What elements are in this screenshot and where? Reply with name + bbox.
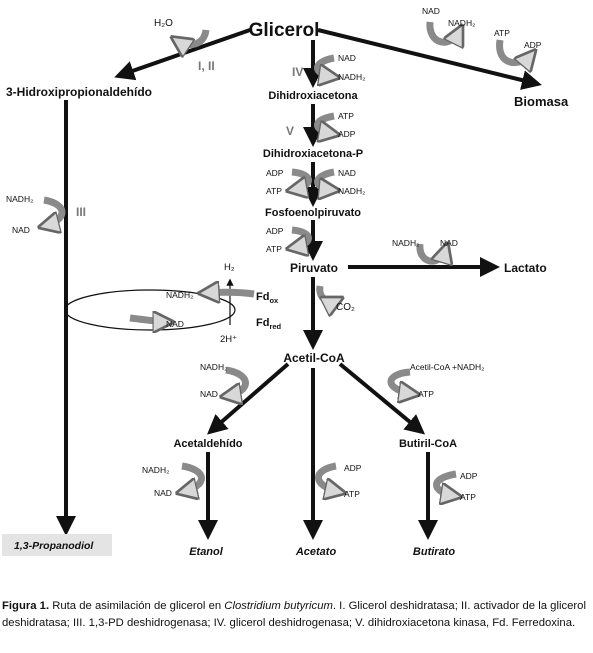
cofactor-biomasa-adp: ADP	[524, 40, 542, 50]
figure-caption: Figura 1. Ruta de asimilación de glicero…	[2, 598, 590, 632]
arrow-acetilcoa-to-butirilcoa	[338, 362, 426, 435]
node-biomasa: Biomasa	[514, 94, 569, 109]
cofactor-biomasa-nadh2: NADH₂	[448, 18, 475, 28]
propanodiol-box	[2, 534, 112, 556]
cofactor-loop-nad: NAD	[166, 319, 184, 329]
cofactor-biomasa-atp: ATP	[494, 28, 510, 38]
node-piruvato: Piruvato	[290, 261, 338, 275]
curved-arrow-butirilcoa	[387, 368, 414, 394]
enzyme-label-i-ii: I, II	[198, 59, 215, 73]
node-acetil-coa: Acetil-CoA	[283, 351, 345, 365]
cofactor-acetaldehido-nad: NAD	[200, 389, 218, 399]
curved-arrow-fd-nad	[129, 318, 168, 322]
arrow-acetilcoa-to-acetaldehido	[206, 362, 290, 435]
node-butiril-coa: Butiril-CoA	[399, 438, 457, 450]
node-propanodiol: 1,3-Propanodiol	[14, 540, 94, 552]
cofactor-2h: 2H⁺	[220, 334, 237, 345]
cofactor-acetato-adp: ADP	[344, 463, 362, 473]
curved-arrow-lactato	[416, 244, 446, 261]
caption-label: Figura 1.	[2, 600, 50, 612]
node-butirato: Butirato	[413, 546, 455, 558]
node-acetaldehido: Acetaldehído	[173, 438, 242, 450]
fd-ox-subscript: ox	[269, 296, 279, 305]
cofactor-pep-atp: ATP	[266, 244, 282, 254]
curved-arrow-dhap-adp	[292, 168, 312, 190]
cofactor-etanol-nad: NAD	[154, 488, 172, 498]
curved-arrow-iii	[44, 196, 66, 226]
enzyme-label-iv: IV	[292, 65, 303, 79]
curved-arrow-v	[314, 112, 335, 134]
cofactor-iii-nad: NAD	[12, 225, 30, 235]
curved-arrow-pep	[292, 226, 312, 248]
cofactor-acetato-atp: ATP	[344, 489, 360, 499]
cofactor-h2: H₂	[224, 262, 235, 273]
curved-arrow-butirato	[433, 470, 457, 496]
cofactor-dhap-adp: ADP	[266, 168, 284, 178]
cofactor-butirato-atp: ATP	[460, 492, 476, 502]
curved-arrow-etanol	[182, 462, 205, 492]
cofactor-v-adp: ADP	[338, 129, 356, 139]
cofactor-butiril-acetilcoa-nadh2: Acetil-CoA +NADH₂	[410, 362, 484, 372]
curved-arrow-h2o	[176, 29, 210, 45]
caption-text-after: . I. Glicerol deshidratasa; II. activado…	[2, 600, 586, 629]
enzyme-label-v: V	[286, 124, 294, 138]
arrow-glicerol-to-biomasa	[317, 28, 542, 90]
cofactor-dhap-atp: ATP	[266, 186, 282, 196]
cofactor-iv-nadh2: NADH₂	[338, 72, 365, 82]
glycerol-pathway-diagram: Glicerol 3-Hidroxipropionaldehído Biomas…	[2, 6, 569, 558]
node-hidroxipropionaldehido: 3-Hidroxipropionaldehído	[6, 85, 152, 99]
node-dihidroxiacetona: Dihidroxiacetona	[268, 90, 358, 102]
node-fosfoenolpiruvato: Fosfoenolpiruvato	[265, 207, 361, 219]
fd-red-subscript: red	[269, 322, 281, 331]
cofactor-lactato-nadh2: NADH₂	[392, 238, 419, 248]
nadh-regeneration-loop	[64, 289, 236, 331]
cofactor-lactato-nad: NAD	[440, 238, 458, 248]
node-glicerol: Glicerol	[249, 20, 320, 41]
cofactor-acetaldehido-nadh2: NADH₂	[200, 362, 227, 372]
cofactor-iii-nadh2: NADH₂	[6, 194, 33, 204]
cofactor-dhap-nad: NAD	[338, 168, 356, 178]
node-dihidroxiacetona-p: Dihidroxiacetona-P	[263, 148, 363, 160]
cofactor-etanol-nadh2: NADH₂	[142, 465, 169, 475]
arrow-glicerol-to-hidroxi	[114, 28, 251, 81]
cofactor-dhap-nadh2: NADH₂	[338, 186, 365, 196]
cofactor-biomasa-nad: NAD	[422, 6, 440, 16]
curved-arrow-biomasa-atp	[496, 39, 532, 63]
cofactor-co2: CO₂	[336, 302, 355, 313]
curved-arrow-fd-nadh	[204, 292, 255, 294]
node-lactato: Lactato	[504, 261, 547, 275]
cofactor-iv-nad: NAD	[338, 53, 356, 63]
curved-arrow-co2	[316, 285, 338, 301]
cofactor-pep-adp: ADP	[266, 226, 284, 236]
curved-arrow-iv	[314, 54, 335, 77]
enzyme-label-iii: III	[76, 205, 86, 219]
curved-arrow-acetato	[315, 462, 340, 492]
cofactor-butirato-adp: ADP	[460, 471, 478, 481]
cofactor-loop-nadh2: NADH₂	[166, 290, 193, 300]
cofactor-fd-red: Fdred	[256, 317, 282, 331]
node-etanol: Etanol	[189, 546, 224, 558]
cofactor-h2o: H₂O	[154, 18, 173, 29]
caption-organism: Clostridium butyricum	[224, 600, 333, 612]
node-acetato: Acetato	[295, 546, 337, 558]
caption-text-before: Ruta de asimilación de glicerol en	[49, 600, 225, 612]
curved-arrow-dhap-nad	[314, 168, 335, 190]
cofactor-butiril-atp: ATP	[418, 389, 434, 399]
cofactor-v-atp: ATP	[338, 111, 354, 121]
curved-arrow-biomasa-nadh	[426, 22, 460, 42]
curved-arrow-acetaldehido	[226, 366, 249, 396]
cofactor-fd-ox: Fdox	[256, 291, 279, 305]
